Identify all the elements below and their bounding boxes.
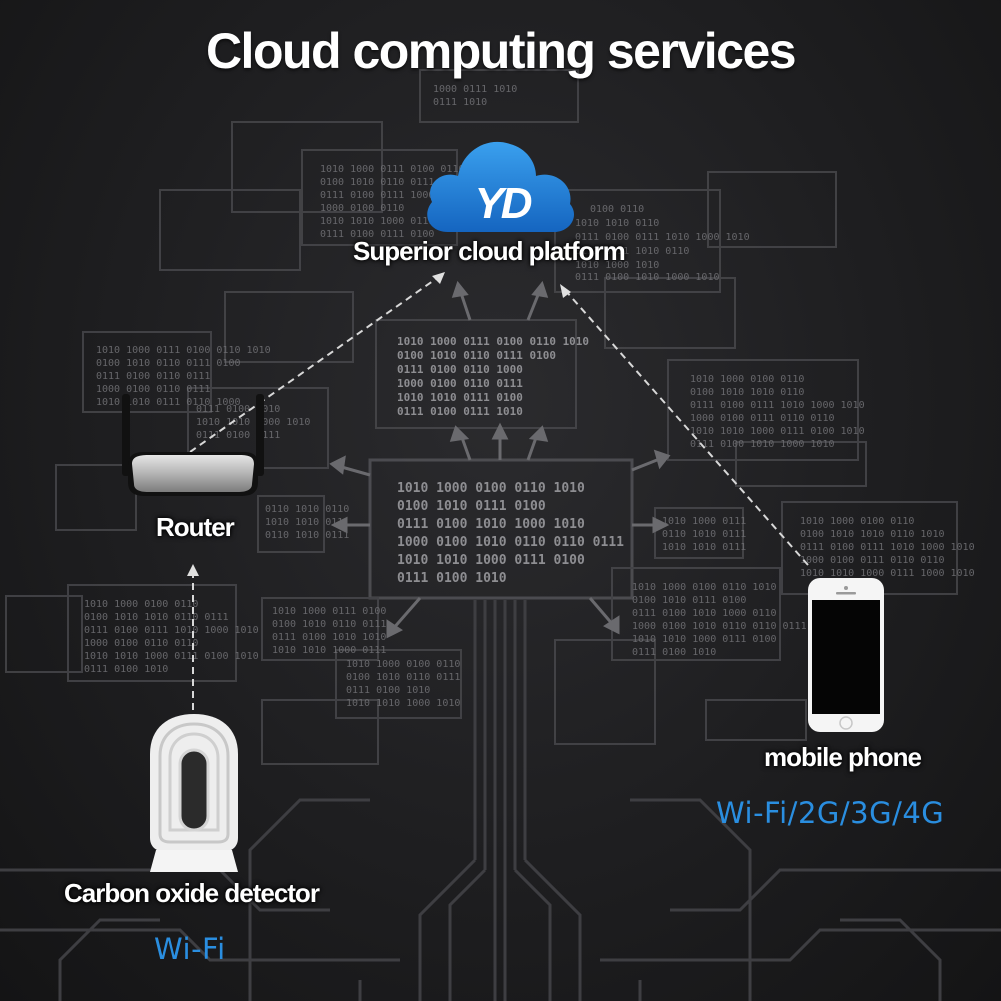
svg-text:0111 0100 1010: 0111 0100 1010	[84, 664, 168, 675]
svg-text:1010 1010 0111 0110 1000: 1010 1010 0111 0110 1000	[96, 397, 241, 408]
svg-text:1010 1010 0111: 1010 1010 0111	[265, 517, 349, 528]
svg-text:0111 0100 0111 0100: 0111 0100 0111 0100	[320, 229, 434, 240]
svg-text:1010 1010 1000 0111: 1010 1010 1000 0111	[320, 216, 434, 227]
svg-text:0111 0100 0111 1010: 0111 0100 0111 1010	[397, 405, 523, 418]
mobile-phone-icon	[808, 578, 884, 732]
svg-text:1010 1010 0111 0100: 1010 1010 0111 0100	[397, 391, 523, 404]
svg-text:0110 1010 0111: 0110 1010 0111	[265, 530, 349, 541]
svg-text:1010 1010 1000 1010: 1010 1010 1000 1010	[196, 417, 310, 428]
svg-text:1000 0100 1010 0110 0110 0111: 1000 0100 1010 0110 0110 0111	[632, 621, 807, 632]
svg-text:0111 0100 1010 1000 1010: 0111 0100 1010 1000 1010	[397, 517, 585, 532]
svg-text:1010 1000 0111 0100: 1010 1000 0111 0100	[272, 606, 386, 617]
svg-text:1010 1000 0100 0110 1010: 1010 1000 0100 0110 1010	[632, 582, 777, 593]
svg-text:1010 1000 0100 0110 1010: 1010 1000 0100 0110 1010	[397, 481, 585, 496]
svg-text:0111 0111 1010 0110: 0111 0111 1010 0110	[575, 246, 689, 257]
svg-text:0100 1010 0110 0111: 0100 1010 0110 0111	[320, 177, 434, 188]
svg-text:1010 1000 1010: 1010 1000 1010	[575, 260, 659, 271]
svg-text:0111 0100 0110 0111: 0111 0100 0110 0111	[96, 371, 210, 382]
svg-text:0111 0100 1010 1000 1010: 0111 0100 1010 1000 1010	[690, 439, 835, 450]
svg-text:1010 1010 1000 0111 0100 1010: 1010 1010 1000 0111 0100 1010	[690, 426, 865, 437]
svg-text:1000 0100 0111 0110 0110: 1000 0100 0111 0110 0110	[800, 555, 945, 566]
svg-text:1010 1000 0100 0110: 1010 1000 0100 0110	[346, 659, 460, 670]
svg-text:1010 1010 1000 1010: 1010 1010 1000 1010	[346, 698, 460, 709]
svg-text:1010 1000 0111: 1010 1000 0111	[662, 516, 746, 527]
svg-text:1010 1000 0100 0110: 1010 1000 0100 0110	[690, 374, 804, 385]
svg-text:1000 0100 0111 0110 0110: 1000 0100 0111 0110 0110	[690, 413, 835, 424]
svg-text:0100 1010 0110 0111: 0100 1010 0110 0111	[272, 619, 386, 630]
svg-text:0100 1010 0110 0111: 0100 1010 0110 0111	[346, 672, 460, 683]
svg-text:0100 1010 0110 0111 0100: 0100 1010 0110 0111 0100	[397, 349, 556, 362]
diagram-title: Cloud computing services	[205, 23, 797, 79]
svg-text:0111 0100 0111: 0111 0100 0111	[196, 430, 280, 441]
svg-text:0111 0100 0111 1010 1000 1010: 0111 0100 0111 1010 1000 1010	[800, 542, 975, 553]
router-label: Router	[156, 512, 235, 542]
svg-text:0111 0100 1010 1000 1010: 0111 0100 1010 1000 1010	[575, 272, 720, 283]
svg-text:0100 1010 1010 0110 0111: 0100 1010 1010 0110 0111	[84, 612, 229, 623]
svg-text:1010 1010 1000 0111 0100: 1010 1010 1000 0111 0100	[632, 634, 777, 645]
svg-text:0111 1010: 0111 1010	[433, 97, 487, 108]
svg-text:0111 0100 0111 1010 1000 1010: 0111 0100 0111 1010 1000 1010	[690, 400, 865, 411]
svg-text:0111 0100 1010: 0111 0100 1010	[196, 404, 280, 415]
svg-text:0111 0100 1010: 0111 0100 1010	[632, 647, 716, 658]
svg-text:0111 0100 1010: 0111 0100 1010	[346, 685, 430, 696]
phone-connectivity: Wi-Fi/2G/3G/4G	[716, 796, 945, 830]
svg-text:1010 1000 0111 0100 0110 1010: 1010 1000 0111 0100 0110 1010	[96, 345, 271, 356]
cloud-platform-label: Superior cloud platform	[353, 236, 626, 266]
svg-text:0111 0100 0111 1010 1000 1010: 0111 0100 0111 1010 1000 1010	[84, 625, 259, 636]
svg-text:0110 1010 0111: 0110 1010 0111	[662, 529, 746, 540]
svg-text:1010 1010 1000 0111 0100: 1010 1010 1000 0111 0100	[397, 553, 585, 568]
svg-text:0100 1010 0111 0100: 0100 1010 0111 0100	[397, 499, 546, 514]
svg-text:0100 0110: 0100 0110	[590, 204, 644, 215]
svg-text:1000 0100 0110 0110: 1000 0100 0110 0110	[84, 638, 198, 649]
svg-text:0110 1010 0110: 0110 1010 0110	[265, 504, 349, 515]
svg-text:1000 0100 0110 0111: 1000 0100 0110 0111	[96, 384, 210, 395]
svg-text:1000 0100 1010 0110 0110 0111: 1000 0100 1010 0110 0110 0111	[397, 535, 624, 550]
svg-text:0111 0100 1010 1000 0110: 0111 0100 1010 1000 0110	[632, 608, 777, 619]
phone-label: mobile phone	[764, 742, 922, 772]
svg-text:1010 1000 0100 0110: 1010 1000 0100 0110	[84, 599, 198, 610]
cloud-icon: YD	[427, 141, 575, 232]
svg-text:1010 1000 0111 0100 0110: 1010 1000 0111 0100 0110	[320, 164, 465, 175]
svg-text:1010 1010 1000 0111 1000 1010: 1010 1010 1000 0111 1000 1010	[800, 568, 975, 579]
svg-text:0100 1010 1010 0110 1010: 0100 1010 1010 0110 1010	[800, 529, 945, 540]
cloud-logo-text: YD	[474, 179, 531, 228]
svg-text:1010 1010 1000 0111 0100 1010: 1010 1010 1000 0111 0100 1010	[84, 651, 259, 662]
svg-text:1010 1010 0110: 1010 1010 0110	[575, 218, 659, 229]
detector-icon	[150, 714, 238, 872]
svg-text:1010 1010 0111: 1010 1010 0111	[662, 542, 746, 553]
svg-text:0100 1010 0111 0100: 0100 1010 0111 0100	[632, 595, 746, 606]
svg-text:1010 1000 0100 0110: 1010 1000 0100 0110	[800, 516, 914, 527]
svg-text:1000 0111 1010: 1000 0111 1010	[433, 84, 517, 95]
svg-text:1000 0100 0110: 1000 0100 0110	[320, 203, 404, 214]
svg-text:1010 1010 1000 0111: 1010 1010 1000 0111	[272, 645, 386, 656]
svg-text:0111 0100 1010 1010: 0111 0100 1010 1010	[272, 632, 386, 643]
svg-text:0111 0100 0110 1000: 0111 0100 0110 1000	[397, 363, 523, 376]
svg-text:1010 1000 0111 0100 0110 1010: 1010 1000 0111 0100 0110 1010	[397, 335, 589, 348]
detector-connectivity: Wi-Fi	[154, 932, 226, 966]
detector-label: Carbon oxide detector	[64, 878, 320, 908]
svg-text:0111 0100 0111 1000: 0111 0100 0111 1000	[320, 190, 434, 201]
router-icon	[122, 394, 264, 496]
svg-text:1000 0100 0110 0111: 1000 0100 0110 0111	[397, 377, 523, 390]
svg-text:0100 1010 1010 0110: 0100 1010 1010 0110	[690, 387, 804, 398]
svg-text:0100 1010 0110 0111 0100: 0100 1010 0110 0111 0100	[96, 358, 241, 369]
svg-text:0111 0100 1010: 0111 0100 1010	[397, 571, 507, 586]
svg-text:0111 0100 0111 1010 1000 1010: 0111 0100 0111 1010 1000 1010	[575, 232, 750, 243]
